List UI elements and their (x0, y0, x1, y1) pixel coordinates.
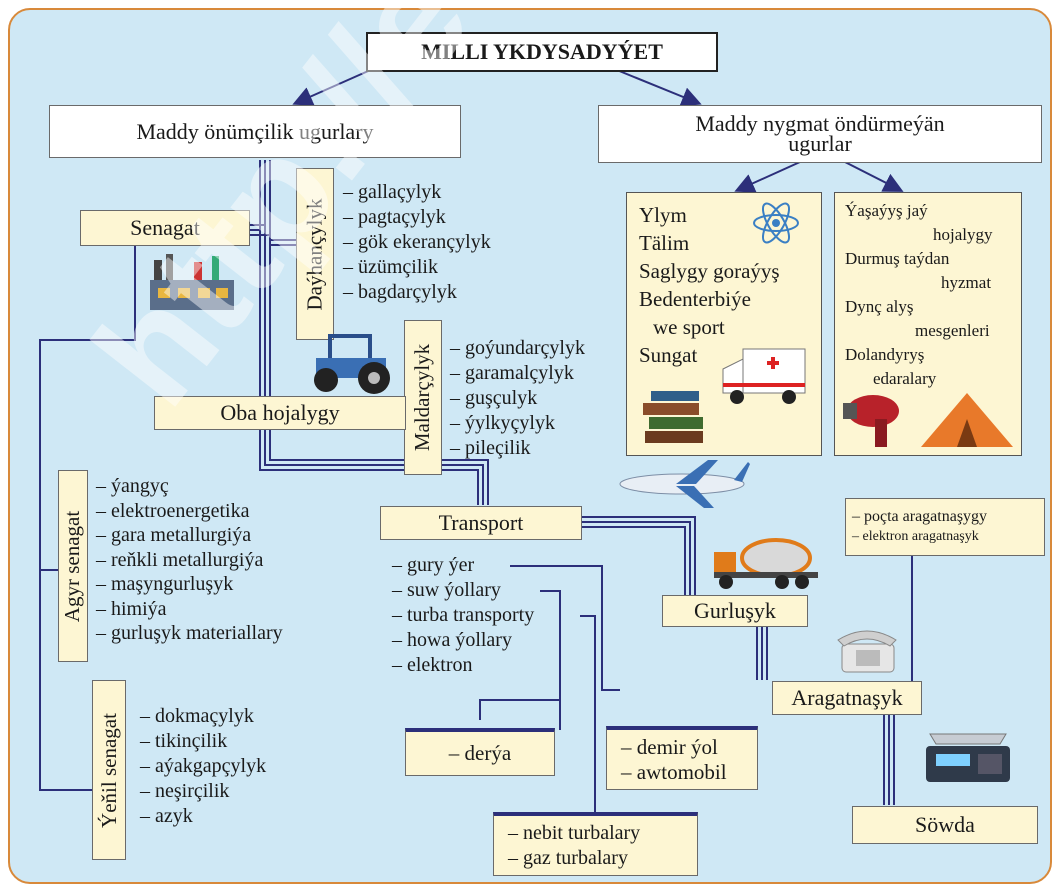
list-item: gury ýer (392, 553, 534, 578)
service-item: Durmuş taýdan (845, 249, 950, 268)
pocta-label: – poçta aragatnaşygy (852, 508, 988, 525)
services-left-panel: Ylym Tälim Saglygy goraýyş Bedenterbiýe … (626, 192, 822, 456)
elektron-aragatnasyk-label: – elektron aragatnaşyk (852, 529, 979, 544)
senagat-label: Senagat (130, 215, 200, 240)
list-item: ýylkyçylyk (450, 411, 585, 436)
derya-box: – derýa (405, 728, 555, 776)
pipeline-box: – nebit turbalary – gaz turbalary (493, 812, 698, 876)
list-item: bagdarçylyk (343, 280, 491, 305)
page-title: MILLI YKDYSADYÝET (421, 39, 663, 64)
service-item: mesgenleri (915, 321, 990, 340)
service-item: Saglygy goraýyş (639, 259, 780, 283)
list-item: elektroenergetika (96, 499, 283, 524)
oba-hojalygy-label: Oba hojalygy (220, 400, 340, 425)
service-item: hojalygy (933, 225, 993, 244)
dayhancylyk-label: Daýhançylyk (302, 198, 327, 310)
list-item: goýundarçylyk (450, 336, 585, 361)
service-item: Bedenterbiýe (639, 287, 751, 311)
list-item: tikinçilik (140, 729, 266, 754)
airplane-icon (612, 456, 752, 517)
ambulance-icon (719, 343, 809, 412)
list-item: turba transporty (392, 603, 534, 628)
list-item: reňkli metallurgiýa (96, 548, 283, 573)
concrete-truck-icon (712, 534, 822, 595)
gurlusyk-label: Gurluşyk (694, 598, 776, 623)
sowda-label: Söwda (915, 812, 975, 837)
aragatnasyk-box: Aragatnaşyk (772, 681, 922, 715)
transport-list: gury ýer suw ýollary turba transporty ho… (392, 553, 534, 678)
list-item: üzümçilik (343, 255, 491, 280)
tent-icon (917, 389, 1017, 456)
list-item: pagtaçylyk (343, 205, 491, 230)
material-branch-label: Maddy önümçilik ugurlary (136, 118, 374, 144)
service-item: Dynç alyş (845, 297, 914, 316)
dayhancylyk-box: Daýhançylyk (296, 168, 334, 340)
list-item: gurluşyk materiallary (96, 621, 283, 646)
aragatnasyk-list-box: – poçta aragatnaşygy – elektron aragatna… (845, 498, 1045, 556)
nonmaterial-branch-label: Maddy nygmat öndürmeýän ugurlar (695, 111, 945, 156)
agyr-senagat-list: ýangyç elektroenergetika gara metallurgi… (96, 474, 283, 646)
material-branch-box: Maddy önümçilik ugurlary (49, 105, 461, 158)
agyr-senagat-box: Agyr senagat (58, 470, 88, 662)
services-right-panel: Ýaşaýyş jaý hojalygy Durmuş taýdan hyzma… (834, 192, 1022, 456)
dayhancylyk-list: gallaçylyk pagtaçylyk gök ekerançylyk üz… (343, 180, 491, 305)
list-item: neşirçilik (140, 779, 266, 804)
factory-icon (148, 250, 238, 321)
list-item: garamalçylyk (450, 361, 585, 386)
list-item: suw ýollary (392, 578, 534, 603)
list-item: guşçulyk (450, 386, 585, 411)
gaz-label: – gaz turbalary (508, 846, 628, 869)
scale-icon (920, 726, 1016, 793)
telephone-icon (834, 626, 900, 681)
list-item: gök ekerançylyk (343, 230, 491, 255)
list-item: maşyngurluşyk (96, 572, 283, 597)
tractor-icon (302, 330, 400, 401)
title-box: MILLI YKDYSADYÝET (366, 32, 718, 72)
atom-icon (751, 201, 801, 250)
service-item: Sungat (639, 343, 698, 367)
service-item: we sport (653, 315, 725, 339)
transport-label: Transport (438, 510, 524, 535)
list-item: gallaçylyk (343, 180, 491, 205)
agyr-senagat-label: Agyr senagat (60, 510, 85, 622)
land-transport-box: – demir ýol – awtomobil (606, 726, 758, 790)
service-item: Dolandyryş (845, 345, 925, 364)
list-item: elektron (392, 653, 534, 678)
list-item: pileçilik (450, 436, 585, 461)
hair-dryer-icon (841, 389, 913, 456)
gurlusyk-box: Gurluşyk (662, 595, 808, 627)
books-icon (639, 383, 709, 454)
nebit-label: – nebit turbalary (508, 821, 641, 844)
nonmaterial-branch-box: Maddy nygmat öndürmeýän ugurlar (598, 105, 1042, 163)
service-item: Tälim (639, 231, 690, 255)
service-item: Ylym (639, 203, 687, 227)
demir-yol-label: – demir ýol (621, 734, 718, 759)
service-item: Ýaşaýyş jaý (845, 201, 928, 220)
yenil-senagat-label: Ýeňil senagat (96, 712, 121, 828)
transport-box: Transport (380, 506, 582, 540)
list-item: aýakgapçylyk (140, 754, 266, 779)
maldarcylyk-box: Maldarçylyk (404, 320, 442, 475)
awtomobil-label: – awtomobil (621, 759, 727, 784)
list-item: howa ýollary (392, 628, 534, 653)
list-item: himiýa (96, 597, 283, 622)
oba-hojalygy-box: Oba hojalygy (154, 396, 406, 430)
senagat-box: Senagat (80, 210, 250, 246)
yenil-senagat-list: dokmaçylyk tikinçilik aýakgapçylyk neşir… (140, 704, 266, 829)
list-item: azyk (140, 804, 266, 829)
list-item: dokmaçylyk (140, 704, 266, 729)
yenil-senagat-box: Ýeňil senagat (92, 680, 126, 860)
service-item: hyzmat (941, 273, 992, 292)
list-item: ýangyç (96, 474, 283, 499)
aragatnasyk-label: Aragatnaşyk (791, 685, 903, 710)
maldarcylyk-list: goýundarçylyk garamalçylyk guşçulyk ýylk… (450, 336, 585, 461)
service-item: edaralary (873, 369, 937, 388)
list-item: gara metallurgiýa (96, 523, 283, 548)
sowda-box: Söwda (852, 806, 1038, 844)
maldarcylyk-label: Maldarçylyk (410, 343, 435, 452)
derya-label: – derýa (448, 741, 512, 765)
